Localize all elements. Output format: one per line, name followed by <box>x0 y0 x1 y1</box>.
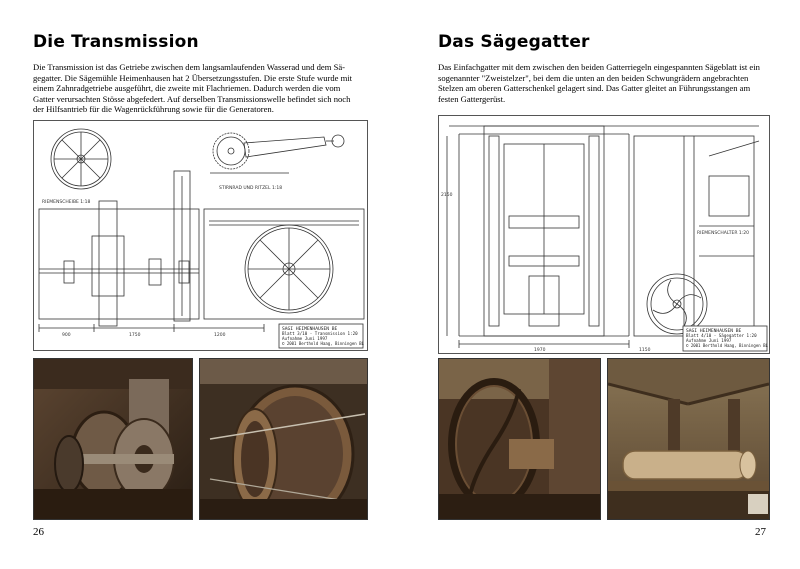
right-page: Das Sägegatter Das Einfachgatter mit dem… <box>400 0 800 569</box>
title-block-line: SAGI HEIMENHAUSEN BE <box>686 328 742 334</box>
title-block-line: © 2001 Berthold Haag, Binningen BL <box>686 343 768 348</box>
transmission-drawing-svg: RIEMENSCHEIBE 1:18 STIRNRAD UND RITZEL 1… <box>38 128 364 349</box>
body-text-saegegatter: Das Einfachgatter mit dem zwischen den b… <box>438 62 768 104</box>
page-title-transmission: Die Transmission <box>33 32 199 52</box>
photo-belt-pulley <box>199 358 368 520</box>
dimension-label: 1150 <box>639 347 651 353</box>
left-page: Die Transmission Die Transmission ist da… <box>33 32 368 538</box>
photo-transmission-gears <box>33 358 193 520</box>
photo-log-carriage <box>607 358 770 520</box>
dimension-label: 1750 <box>129 332 141 338</box>
saegegatter-technical-drawing: RIEMENSCHALTER 1:20 2150 1970 1150 SAGI … <box>438 115 770 354</box>
page-title-saegegatter: Das Sägegatter <box>438 32 590 52</box>
text-line: einem Zahnradgetriebe ausgeführt, die zw… <box>33 83 341 94</box>
dimension-label: 900 <box>62 332 71 338</box>
dimension-label: 2150 <box>441 192 453 198</box>
title-block-line: © 2001 Berthold Haag, Binningen BL <box>282 341 364 346</box>
text-line: gegatter. Die Sägemühle Heimenhausen hat… <box>33 72 353 83</box>
dimension-label: 1970 <box>534 347 546 353</box>
title-block-line: Blatt 4/10 - Sägegatter 1:20 <box>686 333 757 338</box>
text-line: Das Einfachgatter mit dem zwischen den b… <box>438 62 760 72</box>
photo-flywheel <box>438 358 601 520</box>
saegegatter-drawing-svg: RIEMENSCHALTER 1:20 2150 1970 1150 SAGI … <box>441 125 768 353</box>
label-stirnrad: STIRNRAD UND RITZEL 1:18 <box>219 185 282 191</box>
title-block-line: Aufnahme Juni 1997 <box>686 338 732 343</box>
page-number-left: 26 <box>33 526 44 538</box>
text-line: Gatter verursachten Stösse abgefedert. A… <box>33 93 351 104</box>
text-line: Die Transmission ist das Getriebe zwisch… <box>33 62 346 72</box>
drawing-title-block: SAGI HEIMENHAUSEN BE Blatt 4/10 - Sägega… <box>682 325 768 352</box>
text-line: sogenannter "Zweistelzer", bei dem die u… <box>438 72 749 83</box>
title-block-line: SAGI HEIMENHAUSEN BE <box>282 326 338 332</box>
transmission-technical-drawing: RIEMENSCHEIBE 1:18 STIRNRAD UND RITZEL 1… <box>33 120 368 351</box>
page-number-right: 27 <box>755 526 766 538</box>
title-block-line: Blatt 3/10 - Transmission 1:20 <box>282 331 358 336</box>
text-line: Stelzen am oberen Gatterschenkel gelager… <box>438 83 751 94</box>
text-line: der Hilfsantrieb für die Wagenrückführun… <box>33 104 274 115</box>
label-riemenscheibe: RIEMENSCHEIBE 1:18 <box>42 199 91 205</box>
title-block-line: Aufnahme Juni 1997 <box>282 336 328 341</box>
drawing-title-block: SAGI HEIMENHAUSEN BE Blatt 3/10 - Transm… <box>278 323 364 349</box>
body-text-transmission: Die Transmission ist das Getriebe zwisch… <box>33 62 367 115</box>
label-riemenschalter: RIEMENSCHALTER 1:20 <box>697 230 749 236</box>
text-line: festen Gattergerüst. <box>438 93 506 104</box>
dimension-label: 1200 <box>214 332 226 338</box>
